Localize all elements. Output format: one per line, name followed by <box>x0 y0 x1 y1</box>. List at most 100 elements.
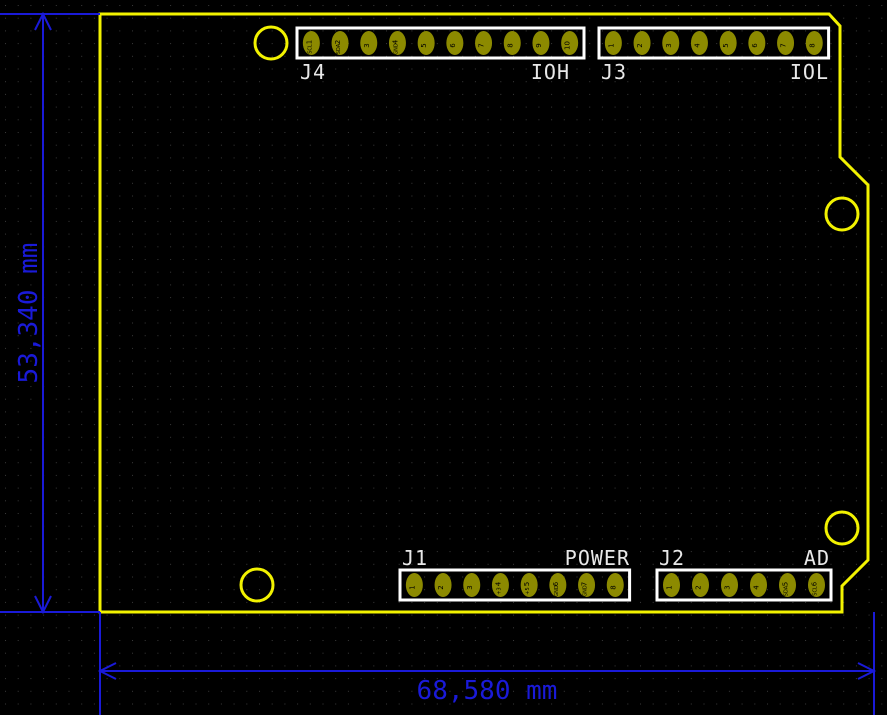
pin-number: 7 <box>581 582 589 586</box>
pin-pad[interactable] <box>491 573 509 597</box>
pin-net-label: SDA <box>784 585 790 596</box>
pin-number: 2 <box>695 585 703 589</box>
pin-pad[interactable] <box>719 31 737 55</box>
pin-number: 6 <box>751 43 759 48</box>
pin-pad[interactable] <box>561 31 579 55</box>
pin-number: 1 <box>666 585 674 589</box>
connector-reference: J4 <box>300 60 326 84</box>
mounting-hole[interactable] <box>824 196 860 232</box>
pin-net-label: SCL <box>307 44 313 54</box>
pin-net-label: GND <box>393 43 399 55</box>
pin-number: 4 <box>494 581 502 586</box>
pin-number: 1 <box>408 585 416 589</box>
pin-number: 1 <box>305 40 313 44</box>
connector-j3[interactable]: 1 2 3 4 5 6 7 8J3 IOL <box>597 26 831 84</box>
pin-pad[interactable] <box>302 31 320 55</box>
mounting-hole[interactable] <box>253 25 289 61</box>
pin-net-label: GND <box>583 585 589 597</box>
pin-pad[interactable] <box>604 31 622 55</box>
pin-number: 10 <box>564 41 572 50</box>
pin-pad[interactable] <box>475 31 493 55</box>
pin-pad[interactable] <box>662 31 680 55</box>
pin-number: 3 <box>724 585 732 589</box>
pin-net-label: +5 <box>525 587 531 594</box>
pin-number: 5 <box>523 582 531 586</box>
pin-pad[interactable] <box>606 573 624 597</box>
pin-pad[interactable] <box>446 31 464 55</box>
pin-pad[interactable] <box>748 31 766 55</box>
pin-number: 7 <box>478 43 486 47</box>
pin-number: 5 <box>782 582 790 586</box>
pin-pad[interactable] <box>388 31 406 55</box>
pin-pad[interactable] <box>750 573 767 597</box>
pin-number: 5 <box>420 43 428 47</box>
pin-pad[interactable] <box>360 31 378 55</box>
pin-pad[interactable] <box>463 573 481 597</box>
connector-value: AD <box>804 546 830 570</box>
pin-pad[interactable] <box>503 31 521 55</box>
pin-pad[interactable] <box>721 573 738 597</box>
connector-silkscreen-outline <box>398 568 632 602</box>
pin-number: 6 <box>552 581 560 586</box>
pin-number: 1 <box>607 43 615 47</box>
board-outline[interactable] <box>98 12 870 614</box>
pin-pad[interactable] <box>417 31 435 55</box>
pin-number: 3 <box>363 43 371 47</box>
pin-number: 2 <box>437 585 445 589</box>
pin-pad[interactable] <box>532 31 550 55</box>
pin-pad[interactable] <box>777 31 795 55</box>
pin-number: 4 <box>693 43 701 48</box>
pin-number: 8 <box>506 43 514 47</box>
mounting-hole[interactable] <box>239 567 275 603</box>
width-dimension <box>97 612 877 715</box>
pin-pad[interactable] <box>405 573 423 597</box>
pin-net-label: SCL <box>813 586 819 596</box>
pin-number: 2 <box>334 40 342 44</box>
connector-value: IOH <box>531 60 570 84</box>
pin-number: 4 <box>391 39 399 44</box>
pin-number: 9 <box>535 43 543 47</box>
pin-pad[interactable] <box>549 573 567 597</box>
pin-pad[interactable] <box>779 573 796 597</box>
pin-pad[interactable] <box>434 573 452 597</box>
pin-number: 8 <box>808 43 816 47</box>
connector-value: IOL <box>790 60 829 84</box>
pin-pad[interactable] <box>633 31 651 55</box>
connector-reference: J2 <box>659 546 685 570</box>
connector-silkscreen-outline <box>655 568 833 602</box>
pin-number: 3 <box>665 43 673 47</box>
pin-pad[interactable] <box>690 31 708 55</box>
pin-pad[interactable] <box>331 31 349 55</box>
pin-pad[interactable] <box>520 573 538 597</box>
pin-net-label: SDA <box>336 43 342 54</box>
pin-pad[interactable] <box>692 573 709 597</box>
pin-number: 6 <box>449 43 457 48</box>
connector-value: POWER <box>565 546 630 570</box>
pin-number: 4 <box>753 585 761 590</box>
pin-number: 5 <box>722 43 730 47</box>
pin-number: 6 <box>811 581 819 586</box>
pin-pad[interactable] <box>663 573 680 597</box>
pin-pad[interactable] <box>805 31 823 55</box>
pin-number: 2 <box>636 43 644 47</box>
connector-silkscreen-outline <box>597 26 831 60</box>
pin-number: 8 <box>609 585 617 589</box>
connector-reference: J1 <box>402 546 428 570</box>
pin-number: 3 <box>466 585 474 589</box>
height-dimension <box>0 11 100 615</box>
pin-pad[interactable] <box>578 573 596 597</box>
width-dimension-label: 68,580 mm <box>417 676 558 706</box>
pin-number: 7 <box>780 43 788 47</box>
connector-silkscreen-outline <box>295 26 586 60</box>
mounting-hole[interactable] <box>824 510 860 546</box>
pin-pad[interactable] <box>808 573 825 597</box>
height-dimension-label: 53,340 mm <box>14 243 44 384</box>
pin-net-label: GND <box>554 585 560 597</box>
connector-reference: J3 <box>601 60 627 84</box>
pin-net-label: +3 <box>496 587 502 594</box>
